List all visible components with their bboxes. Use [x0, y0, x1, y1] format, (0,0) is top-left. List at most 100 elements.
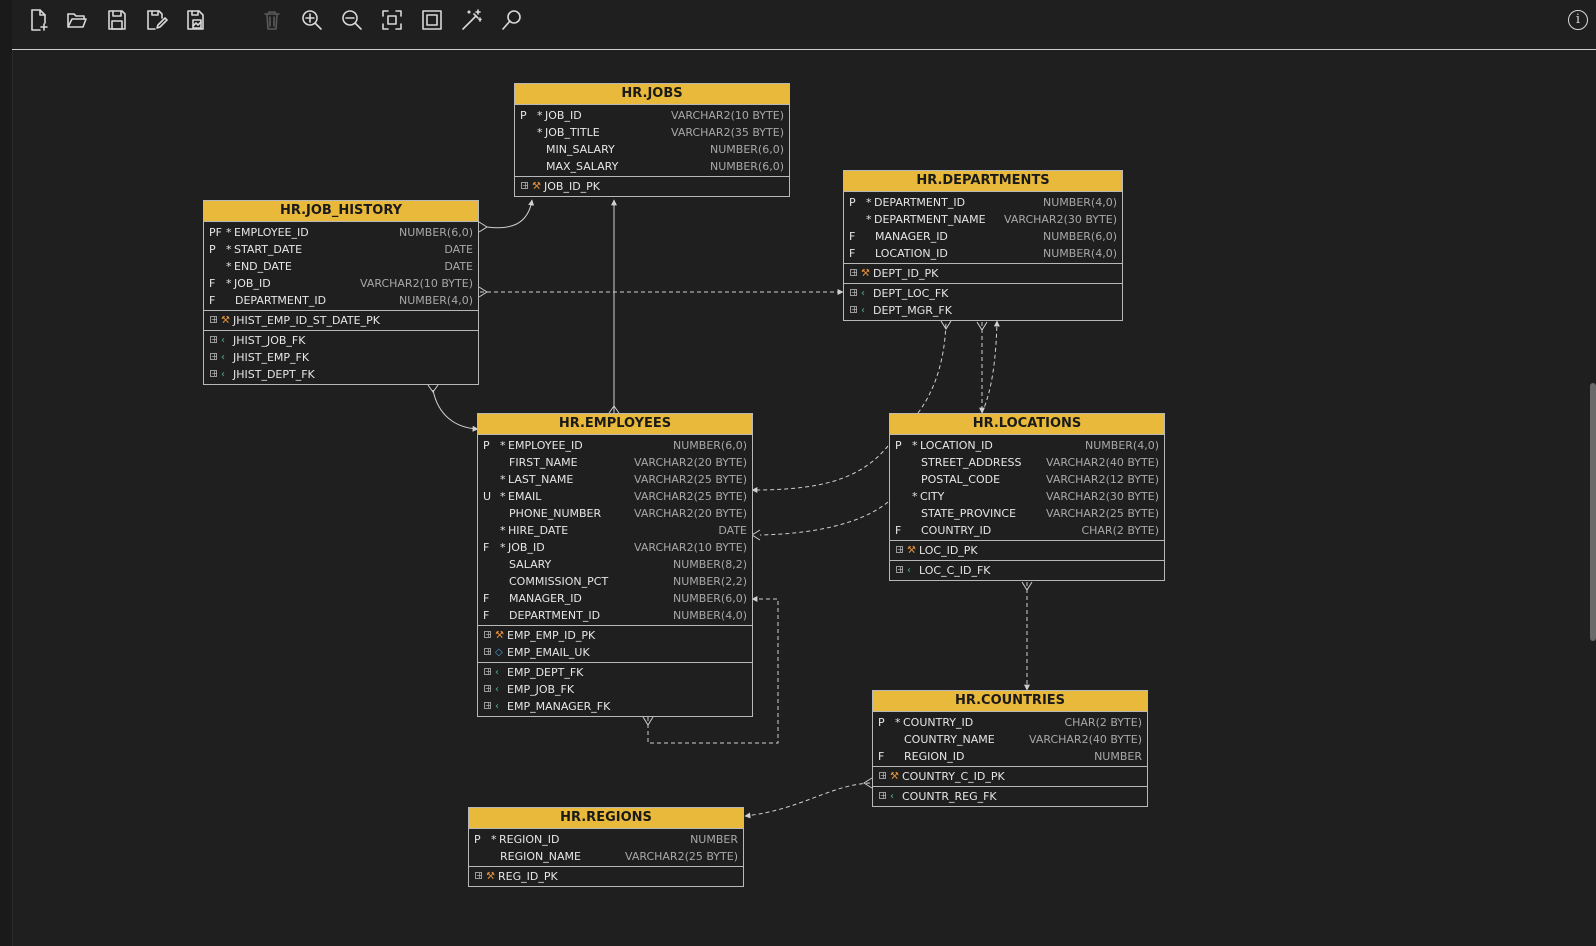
expand-icon[interactable]: +	[210, 369, 218, 378]
key-icon: ⚒	[495, 630, 504, 641]
save-icon[interactable]	[102, 5, 132, 35]
info-icon[interactable]: i	[1568, 10, 1588, 30]
constraint-row[interactable]: +⚒EMP_EMP_ID_PK	[478, 627, 752, 644]
constraint-row[interactable]: +⚒LOC_ID_PK	[890, 542, 1164, 559]
vertical-scrollbar[interactable]	[1590, 383, 1596, 641]
expand-icon[interactable]: +	[484, 630, 492, 639]
key-icon: ⚒	[532, 181, 541, 192]
expand-icon[interactable]: +	[850, 268, 858, 277]
constraint-row[interactable]: +‹DEPT_LOC_FK	[844, 285, 1122, 302]
auto-layout-icon[interactable]	[457, 5, 487, 35]
fit-screen-icon[interactable]	[377, 5, 407, 35]
expand-icon[interactable]: +	[896, 565, 904, 574]
expand-icon[interactable]: +	[521, 181, 529, 190]
expand-icon[interactable]: +	[210, 352, 218, 361]
expand-icon[interactable]: +	[484, 667, 492, 676]
expand-icon[interactable]: +	[879, 791, 887, 800]
column-name: SALARY	[509, 558, 552, 571]
constraint-row[interactable]: +‹DEPT_MGR_FK	[844, 302, 1122, 319]
constraint-row[interactable]: +‹JHIST_JOB_FK	[204, 332, 478, 349]
constraint-row[interactable]: +‹EMP_JOB_FK	[478, 681, 752, 698]
expand-icon[interactable]: +	[879, 771, 887, 780]
actual-size-icon[interactable]	[417, 5, 447, 35]
key-flag: F	[895, 524, 902, 537]
open-folder-icon[interactable]	[62, 5, 92, 35]
column-type: VARCHAR2(25 BYTE)	[1046, 507, 1159, 520]
export-image-icon[interactable]	[181, 5, 211, 35]
key-flag: F	[209, 294, 216, 307]
expand-icon[interactable]: +	[210, 335, 218, 344]
expand-icon[interactable]: +	[475, 871, 483, 880]
expand-icon[interactable]: +	[210, 315, 218, 324]
constraint-row[interactable]: +⚒COUNTRY_C_ID_PK	[873, 768, 1147, 785]
expand-icon[interactable]: +	[850, 288, 858, 297]
constraint-row[interactable]: +◇EMP_EMAIL_UK	[478, 644, 752, 661]
constraint-row[interactable]: +‹EMP_MANAGER_FK	[478, 698, 752, 715]
constraint-row[interactable]: +‹COUNTR_REG_FK	[873, 788, 1147, 805]
expand-icon[interactable]: +	[484, 684, 492, 693]
constraint-row[interactable]: +⚒DEPT_ID_PK	[844, 265, 1122, 282]
search-icon[interactable]	[497, 5, 527, 35]
new-file-icon[interactable]	[23, 5, 53, 35]
constraint-row[interactable]: +‹JHIST_DEPT_FK	[204, 366, 478, 383]
zoom-out-icon[interactable]	[337, 5, 367, 35]
constraint-row[interactable]: +⚒JOB_ID_PK	[515, 178, 789, 195]
expand-icon[interactable]: +	[484, 647, 492, 656]
column-type: VARCHAR2(10 BYTE)	[360, 277, 473, 290]
constraint-row[interactable]: +⚒REG_ID_PK	[469, 868, 743, 885]
constraint-row[interactable]: +‹LOC_C_ID_FK	[890, 562, 1164, 579]
edit-icon[interactable]	[141, 5, 171, 35]
expand-icon[interactable]: +	[850, 305, 858, 314]
expand-icon[interactable]: +	[484, 701, 492, 710]
constraint-row[interactable]: +⚒JHIST_EMP_ID_ST_DATE_PK	[204, 312, 478, 329]
zoom-in-icon[interactable]	[297, 5, 327, 35]
rel-dept-mgr-fk	[751, 445, 889, 493]
constraint-row[interactable]: +‹EMP_DEPT_FK	[478, 664, 752, 681]
expand-icon[interactable]: +	[896, 545, 904, 554]
constraint-row[interactable]: +‹JHIST_EMP_FK	[204, 349, 478, 366]
